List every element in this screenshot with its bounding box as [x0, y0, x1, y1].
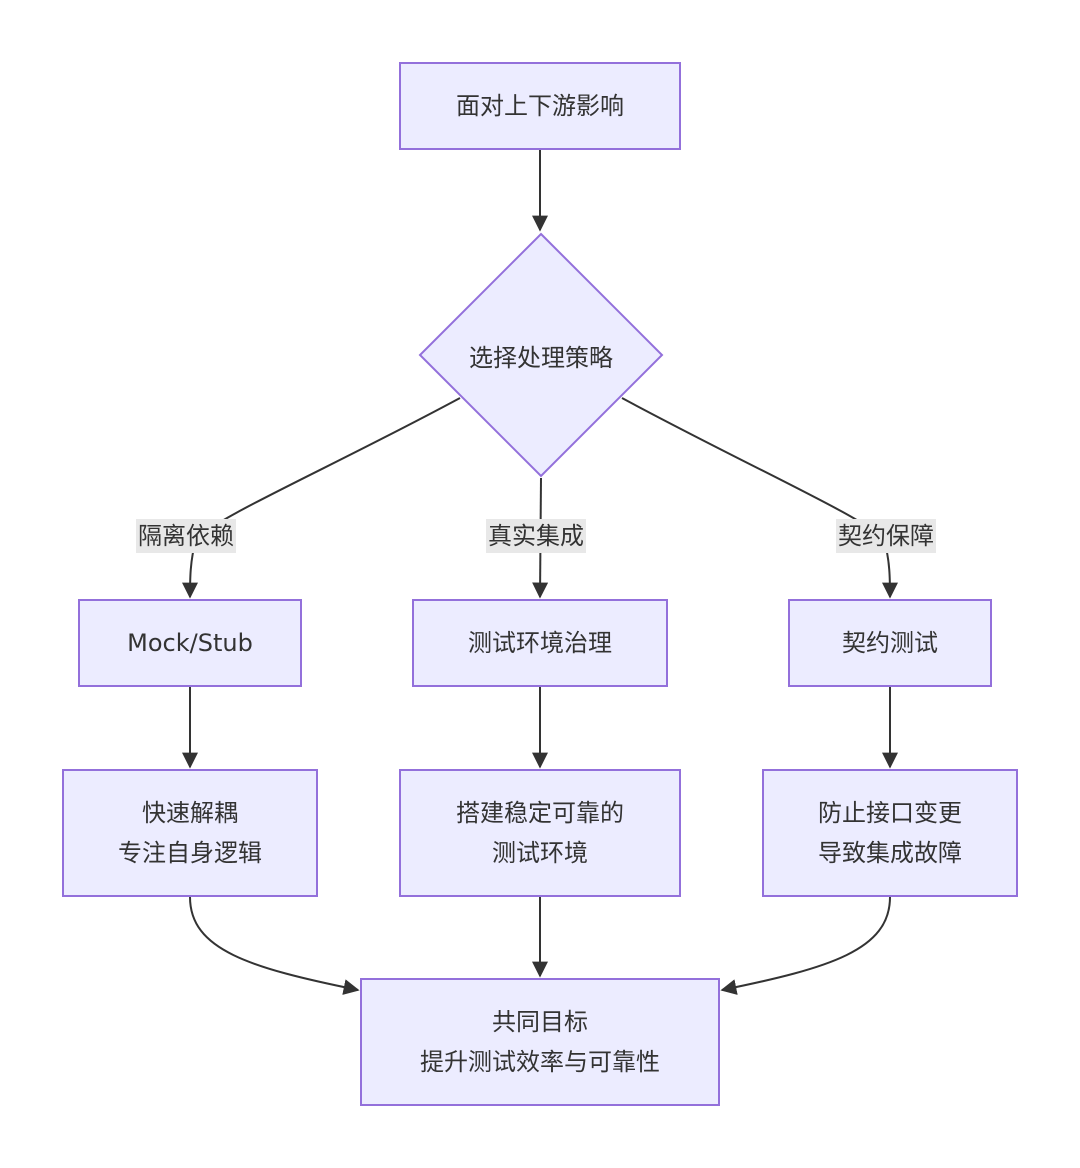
node-contract-text: 契约测试 [842, 629, 938, 657]
node-env-result: 搭建稳定可靠的 测试环境 [399, 769, 681, 897]
node-mock-result-line2: 专注自身逻辑 [118, 839, 262, 867]
decision-diamond [418, 232, 664, 478]
node-env-result-line1: 搭建稳定可靠的 [456, 799, 624, 827]
node-mock: Mock/Stub [78, 599, 302, 687]
node-goal-line1: 共同目标 [492, 1008, 588, 1036]
node-env: 测试环境治理 [412, 599, 668, 687]
node-decision: 选择处理策略 [418, 232, 664, 478]
node-contract-result-line2: 导致集成故障 [818, 839, 962, 867]
node-mock-result: 快速解耦 专注自身逻辑 [62, 769, 318, 897]
node-start-text: 面对上下游影响 [456, 92, 624, 120]
edge-label-integrate: 真实集成 [486, 519, 586, 553]
node-env-result-line2: 测试环境 [492, 839, 588, 867]
node-contract-result-line1: 防止接口变更 [818, 799, 962, 827]
node-decision-text: 选择处理策略 [469, 343, 613, 372]
node-contract: 契约测试 [788, 599, 992, 687]
edge-label-contract: 契约保障 [836, 519, 936, 553]
node-start: 面对上下游影响 [399, 62, 681, 150]
edge-mock-result-to-goal [189, 896, 360, 995]
edge-contract-result-to-goal [720, 896, 891, 995]
node-mock-text: Mock/Stub [127, 629, 253, 657]
node-env-text: 测试环境治理 [468, 629, 612, 657]
node-mock-result-line1: 快速解耦 [142, 799, 238, 827]
node-goal: 共同目标 提升测试效率与可靠性 [360, 978, 720, 1106]
edge-label-isolate: 隔离依赖 [136, 519, 236, 553]
node-goal-line2: 提升测试效率与可靠性 [420, 1048, 660, 1076]
node-contract-result: 防止接口变更 导致集成故障 [762, 769, 1018, 897]
